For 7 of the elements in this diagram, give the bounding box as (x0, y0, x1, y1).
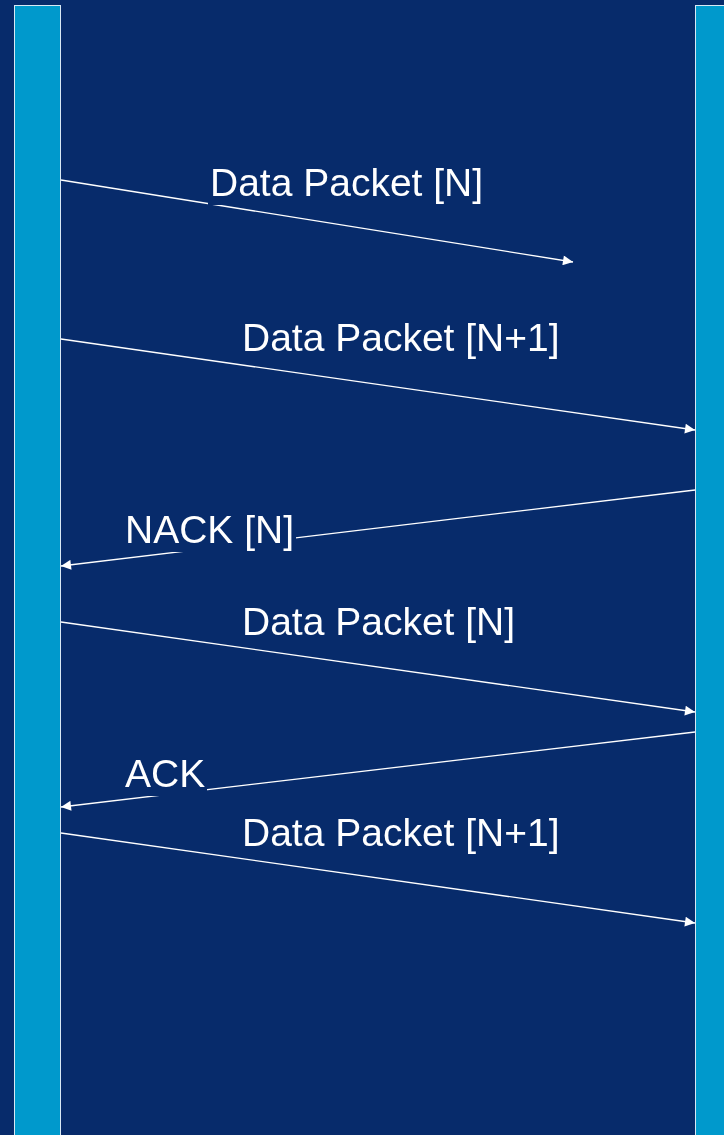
message-arrow (60, 832, 696, 927)
message-arrow (60, 179, 574, 266)
lifeline-bar (695, 5, 724, 1135)
message-arrow (60, 731, 696, 811)
lifeline-bar (14, 5, 61, 1135)
message-arrow (60, 621, 696, 716)
message-arrow (60, 338, 696, 434)
